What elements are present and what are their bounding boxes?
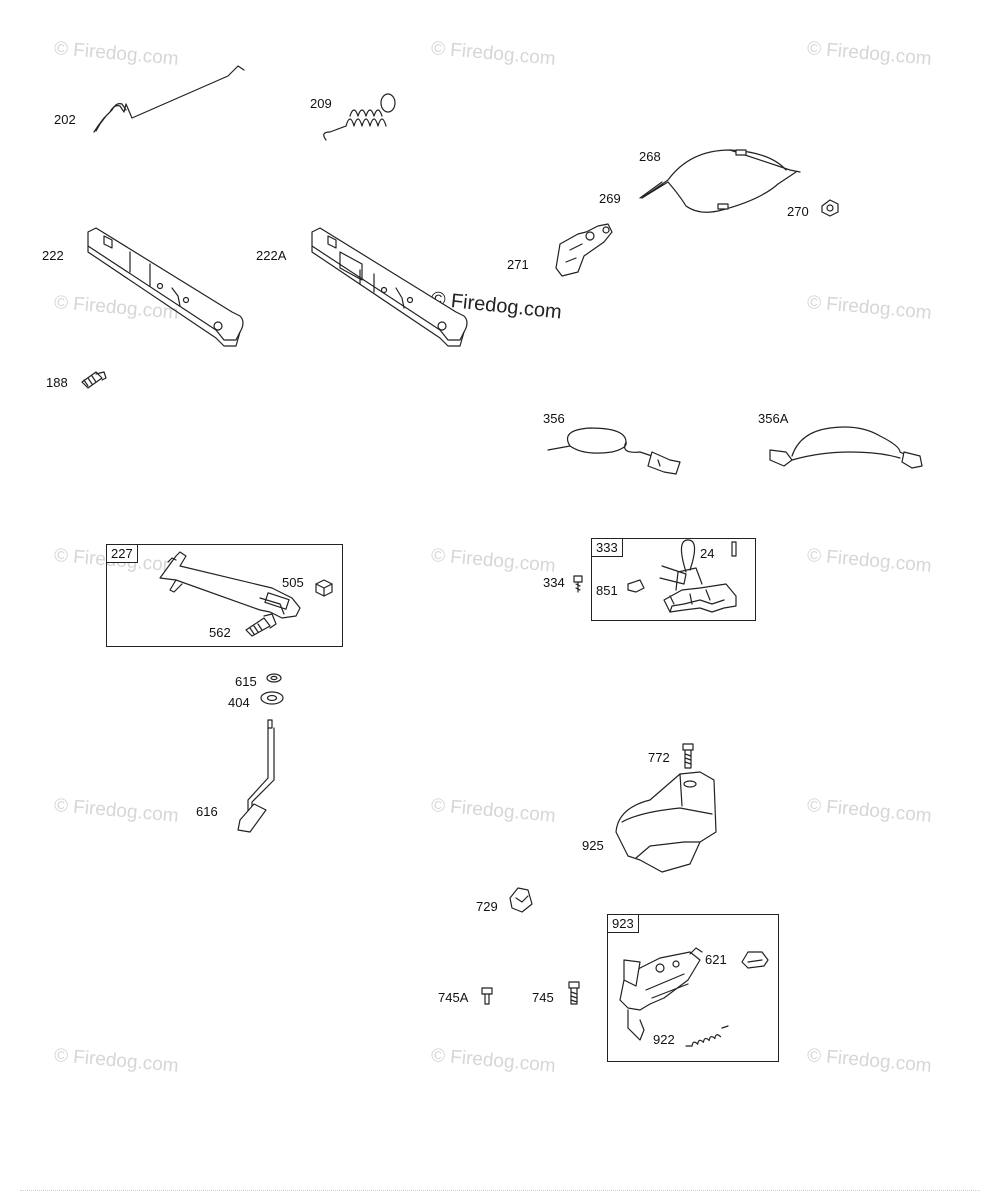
part-label-621: 621 xyxy=(705,952,727,967)
part-745A-screw xyxy=(482,988,492,1004)
part-label-772: 772 xyxy=(648,750,670,765)
part-222-plate xyxy=(88,228,243,346)
part-label-268: 268 xyxy=(639,149,661,164)
part-202-link xyxy=(94,66,244,132)
part-label-922: 922 xyxy=(653,1032,675,1047)
assembly-label-227: 227 xyxy=(106,544,138,563)
part-333-coil xyxy=(660,540,736,612)
part-621-clip xyxy=(742,952,768,968)
part-188-screw xyxy=(82,372,106,388)
part-label-269: 269 xyxy=(599,191,621,206)
part-label-202: 202 xyxy=(54,112,76,127)
part-269-cable-clip xyxy=(640,182,664,198)
part-label-729: 729 xyxy=(476,899,498,914)
part-label-24: 24 xyxy=(700,546,715,561)
part-label-222: 222 xyxy=(42,248,64,263)
part-label-562: 562 xyxy=(209,625,231,640)
part-label-334: 334 xyxy=(543,575,565,590)
part-227-lever xyxy=(160,552,300,618)
part-label-851: 851 xyxy=(596,583,618,598)
part-222A-plate xyxy=(312,228,467,346)
part-label-222A: 222A xyxy=(256,248,287,263)
part-24-pin xyxy=(732,542,736,556)
part-label-615: 615 xyxy=(235,674,257,689)
part-label-616: 616 xyxy=(196,804,218,819)
part-label-356: 356 xyxy=(543,411,565,426)
part-923-control xyxy=(620,948,702,1040)
part-label-745A: 745A xyxy=(438,990,469,1005)
assembly-box-333: 333 xyxy=(591,538,756,621)
part-334-screw xyxy=(574,576,582,592)
assembly-label-333: 333 xyxy=(591,538,623,557)
part-404-washer xyxy=(261,692,283,704)
part-729-clip xyxy=(510,888,532,912)
part-922-spring xyxy=(686,1026,728,1046)
part-851-clip xyxy=(628,580,644,592)
part-356-wire xyxy=(548,428,680,474)
part-270-nut xyxy=(822,200,838,216)
part-271-bracket xyxy=(556,224,612,276)
part-356A-wire xyxy=(770,427,922,468)
page-bottom-edge xyxy=(20,1190,980,1197)
part-label-270: 270 xyxy=(787,204,809,219)
part-209-spring xyxy=(324,94,395,140)
part-label-188: 188 xyxy=(46,375,68,390)
part-505-nut xyxy=(316,580,332,596)
part-label-356A: 356A xyxy=(758,411,789,426)
part-label-505: 505 xyxy=(282,575,304,590)
part-615-washer xyxy=(267,674,281,682)
part-268-cable xyxy=(642,150,800,212)
part-925-cover xyxy=(616,772,716,872)
part-562-screw xyxy=(246,614,276,636)
part-772-bolt xyxy=(683,744,693,768)
part-616-shaft xyxy=(238,720,274,832)
part-label-271: 271 xyxy=(507,257,529,272)
part-label-404: 404 xyxy=(228,695,250,710)
assembly-box-227: 227 xyxy=(106,544,343,647)
part-745-screw xyxy=(569,982,579,1004)
assembly-box-923: 923 xyxy=(607,914,779,1062)
part-label-209: 209 xyxy=(310,96,332,111)
part-label-745: 745 xyxy=(532,990,554,1005)
part-label-925: 925 xyxy=(582,838,604,853)
assembly-label-923: 923 xyxy=(607,914,639,933)
